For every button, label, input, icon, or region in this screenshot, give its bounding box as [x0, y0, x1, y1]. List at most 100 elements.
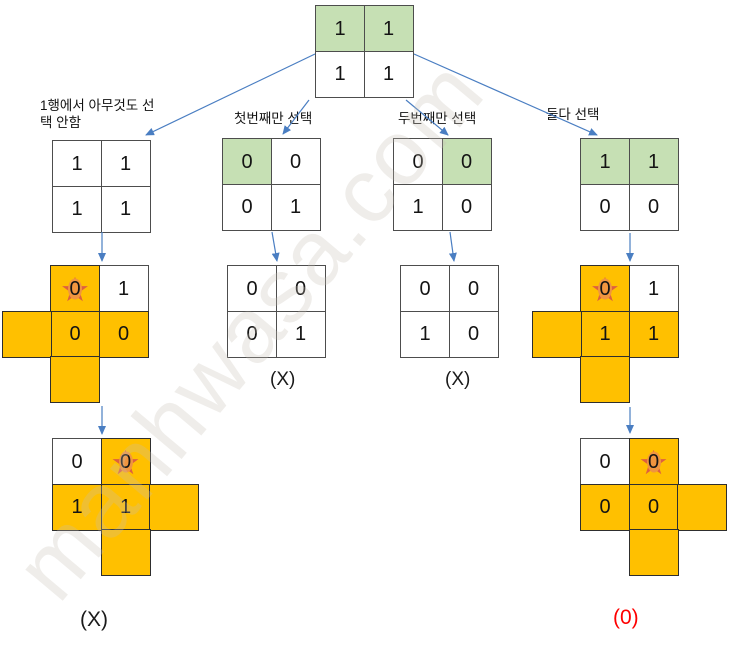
cell-value: 1	[71, 198, 83, 220]
star-center-oval	[68, 278, 82, 299]
grid-cell: 1	[315, 5, 365, 52]
cell-value: 0	[246, 277, 258, 300]
cell-value: 0	[241, 150, 253, 173]
grid-cell: 1	[363, 5, 414, 52]
cell-value: 1	[294, 323, 307, 345]
flow-arrow	[448, 231, 457, 262]
grid-cell: 0	[227, 310, 277, 358]
cell-value: 0	[69, 323, 81, 345]
grid-cell: 0	[222, 183, 272, 231]
cell-value: 1	[117, 277, 130, 300]
star-center-oval	[598, 278, 612, 299]
grid-cell: 0	[580, 183, 630, 231]
grid-cell: 0	[227, 265, 277, 312]
grid-cell: 0	[50, 310, 100, 358]
cell-value: 1	[419, 323, 431, 345]
cell-value: 0	[467, 277, 480, 300]
cell-value: 1	[599, 323, 611, 345]
cell-value: 0	[246, 323, 258, 345]
cell-value: 0	[599, 277, 611, 300]
cell-value: 0	[647, 450, 660, 473]
cell-value: 0	[460, 196, 473, 218]
grid-cell: 1	[100, 185, 151, 233]
star-center-oval	[646, 451, 661, 472]
grid-cell: 1	[628, 138, 679, 185]
cell-value: 0	[294, 277, 307, 300]
cell-value: 1	[382, 17, 395, 40]
cell-value: 1	[119, 152, 132, 175]
grid-cell: 1	[580, 138, 630, 185]
grid-cell: 1	[315, 50, 365, 98]
cell-value: 1	[334, 63, 346, 85]
grid-cell: 0	[270, 138, 321, 185]
flow-arrow	[271, 231, 280, 262]
grid-cell: 0	[441, 138, 492, 185]
grid-cell-star: 0	[580, 265, 630, 312]
grid-cell: 0	[448, 265, 499, 312]
cell-value: 1	[71, 152, 83, 175]
cell-value: 0	[412, 150, 424, 173]
grid-cell: 1	[275, 310, 326, 358]
grid-cell	[677, 483, 727, 531]
cell-value: 0	[460, 150, 473, 173]
cell-value: 1	[412, 196, 424, 218]
grid-cell: 1	[52, 483, 102, 531]
cell-value: 0	[71, 450, 83, 473]
cell-value: 0	[241, 196, 253, 218]
grid-cell: 1	[400, 310, 450, 358]
branch1-result: (X)	[80, 608, 108, 631]
cell-value: 0	[69, 277, 81, 300]
grid-cell-star: 0	[628, 438, 679, 485]
cell-value: 1	[647, 277, 660, 300]
cell-value: 0	[467, 323, 480, 345]
grid-cell: 0	[628, 483, 679, 531]
grid-cell: 1	[393, 183, 443, 231]
cell-value: 0	[647, 496, 660, 518]
cell-value: 1	[599, 150, 611, 173]
grid-cell: 0	[580, 483, 630, 531]
grid-cell: 1	[98, 265, 149, 312]
cell-value: 0	[117, 323, 130, 345]
grid-cell: 1	[580, 310, 630, 358]
cell-value: 0	[289, 150, 302, 173]
grid-cell	[1, 310, 52, 358]
grid-cell: 0	[52, 438, 102, 485]
grid-cell-star: 0	[100, 438, 151, 485]
cell-value: 1	[382, 63, 395, 85]
cell-value: 0	[647, 196, 660, 218]
branch3-result: (X)	[445, 369, 471, 390]
grid-cell: 1	[52, 140, 102, 187]
branch4-label: 둘다 선택	[546, 107, 600, 122]
grid-cell: 1	[270, 183, 321, 231]
grid-cell	[100, 529, 151, 576]
cell-value: 0	[599, 196, 611, 218]
cell-value: 1	[119, 198, 132, 220]
cell-value: 1	[647, 150, 660, 173]
grid-cell: 0	[400, 265, 450, 312]
branch4-result: (0)	[613, 606, 639, 629]
cell-value: 0	[119, 450, 132, 473]
branch2-result: (X)	[270, 369, 296, 390]
grid-cell	[628, 529, 679, 576]
grid-cell	[50, 356, 100, 403]
grid-cell: 0	[628, 183, 679, 231]
grid-cell	[531, 310, 582, 358]
grid-cell: 1	[100, 140, 151, 187]
grid-cell-star: 0	[50, 265, 100, 312]
grid-cell: 0	[393, 138, 443, 185]
cell-value: 1	[334, 17, 346, 40]
grid-cell: 0	[275, 265, 326, 312]
grid-cell: 1	[52, 185, 102, 233]
cell-value: 1	[647, 323, 660, 345]
cell-value: 1	[289, 196, 302, 218]
cell-value: 1	[71, 496, 83, 518]
grid-cell: 0	[580, 438, 630, 485]
star-center-oval	[118, 451, 133, 472]
grid-cell: 1	[363, 50, 414, 98]
branch3-label: 두번째만 선택	[398, 111, 477, 126]
grid-cell	[580, 356, 630, 403]
grid-cell: 0	[98, 310, 149, 358]
grid-cell: 0	[441, 183, 492, 231]
cell-value: 0	[419, 277, 431, 300]
